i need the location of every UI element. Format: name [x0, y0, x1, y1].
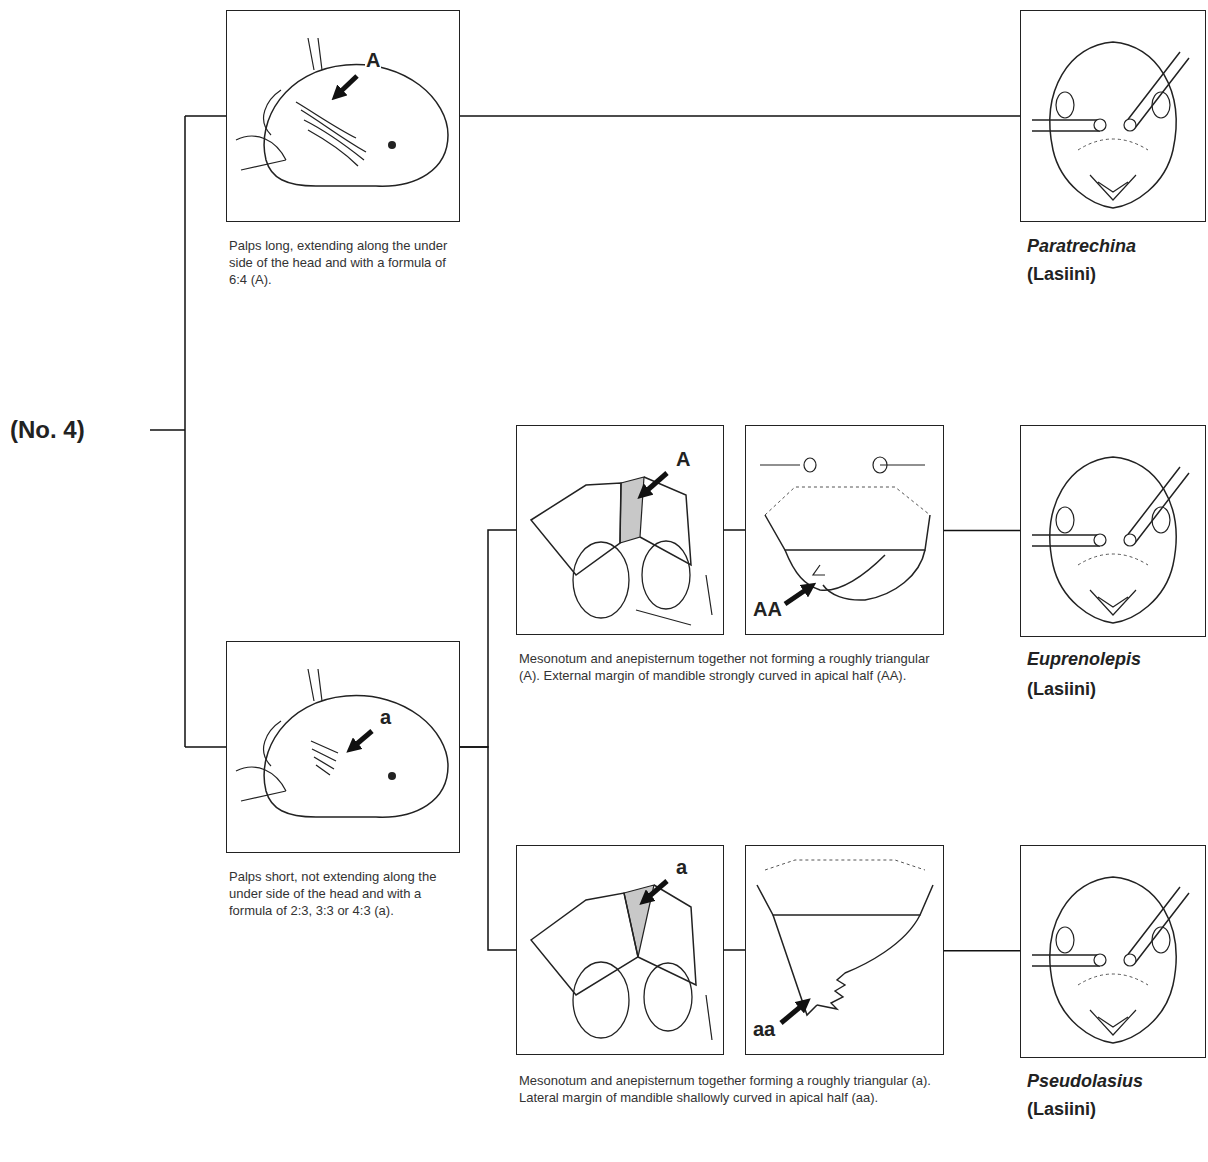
key-connector	[460, 530, 516, 747]
genus-box: Paratrechina(Lasiini)	[1020, 10, 1206, 222]
callout-letter: aa	[752, 1018, 776, 1040]
key-box: APalps long, extending along the under s…	[226, 10, 460, 222]
genus-box: Euprenolepis(Lasiini)	[1020, 425, 1206, 637]
key-box: aa	[745, 845, 944, 1055]
callout-letter: AA	[752, 598, 783, 620]
key-connector	[724, 529, 745, 531]
key-connector	[944, 530, 1020, 532]
genus-name: Pseudolasius	[1027, 1070, 1143, 1092]
couplet-number: (No. 4)	[10, 416, 85, 444]
tribe-name: (Lasiini)	[1027, 678, 1096, 700]
key-connector	[460, 115, 1020, 117]
couplet-caption: Mesonotum and anepisternum together not …	[519, 650, 939, 684]
tribe-name: (Lasiini)	[1027, 263, 1096, 285]
genus-name: Paratrechina	[1027, 235, 1136, 257]
callout-letter: a	[379, 706, 392, 728]
key-connector	[460, 747, 516, 950]
tribe-name: (Lasiini)	[1027, 1098, 1096, 1120]
key-box: AMesonotum and anepisternum together not…	[516, 425, 724, 635]
couplet-caption: Mesonotum and anepisternum together form…	[519, 1072, 939, 1106]
callout-letter: A	[675, 448, 691, 470]
couplet-caption: Palps short, not extending along the und…	[229, 868, 459, 919]
genus-box: Pseudolasius(Lasiini)	[1020, 845, 1206, 1058]
genus-name: Euprenolepis	[1027, 648, 1141, 670]
couplet-caption: Palps long, extending along the under si…	[229, 237, 459, 288]
key-connector	[944, 950, 1020, 952]
key-box: AA	[745, 425, 944, 635]
callout-letter: A	[365, 49, 381, 71]
key-box: aPalps short, not extending along the un…	[226, 641, 460, 853]
callout-letter: a	[675, 856, 688, 878]
key-box: aMesonotum and anepisternum together for…	[516, 845, 724, 1055]
key-connector	[724, 949, 745, 951]
